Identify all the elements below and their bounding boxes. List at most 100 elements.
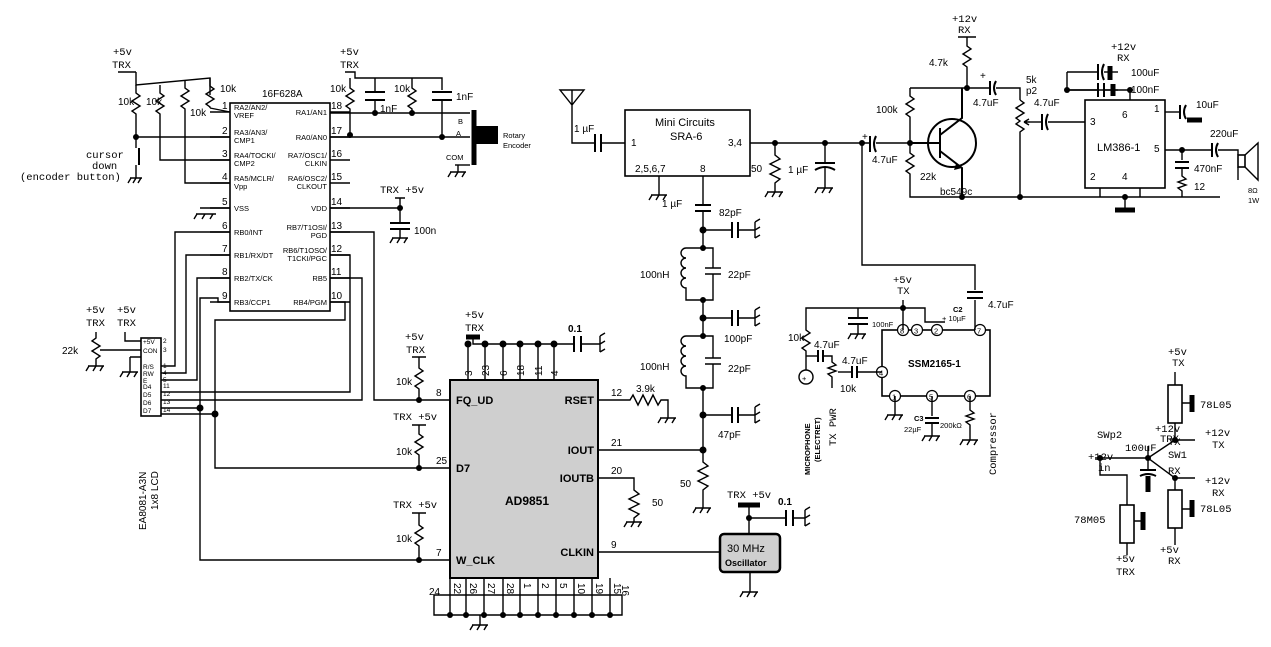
pic-pin-name: CLKOUT: [297, 182, 328, 191]
trx5v-label: TRX +5v: [727, 490, 771, 502]
p12v-label: +12v: [1111, 42, 1136, 54]
lcd-pin-name: E: [143, 378, 148, 385]
junction: [746, 515, 752, 521]
cap-1uf-mixer: [695, 204, 711, 212]
ind-label: 100nH: [640, 362, 669, 373]
cap-label: 10uF: [1196, 100, 1219, 111]
mixer-pin: 3,4: [728, 138, 742, 149]
mixer-pin: 2,5,6,7: [635, 164, 666, 175]
junction: [1179, 147, 1185, 153]
resistor-4k7: [958, 36, 976, 88]
dds-pin-name: CLKIN: [560, 547, 594, 559]
speaker-body: [1237, 154, 1246, 168]
pic-pin-name: RA5/MCLR/: [234, 174, 275, 183]
ssm-pin-number: 3: [914, 327, 918, 336]
rotary-label-1: Rotary: [503, 131, 525, 140]
wire: [472, 337, 565, 345]
wire-d5: [161, 277, 363, 401]
junction: [1064, 87, 1070, 93]
ssm-pin-number: 7: [977, 327, 981, 336]
reg-label: 78L05: [1200, 504, 1232, 516]
lcd-pin-number: 11: [163, 383, 170, 390]
cap-100n: [390, 222, 410, 230]
ground-symbol: [648, 176, 667, 201]
lm386-pin: 5: [1154, 144, 1160, 155]
lm386-label: LM386-1: [1097, 142, 1140, 154]
lcd-pin-name: RW: [143, 371, 155, 378]
pot-label: 22k: [62, 346, 79, 357]
ground-symbol: [565, 332, 606, 353]
cap-47uf-lm: [1041, 113, 1049, 131]
mic-plus: +: [802, 374, 807, 383]
dds-pin-number: 27: [485, 583, 496, 595]
wire-e: [161, 277, 230, 381]
wire: [209, 107, 231, 113]
ssm-pin-number: 4: [879, 369, 883, 378]
resistor-10k-c: [179, 80, 191, 158]
junction: [964, 85, 970, 91]
ssm-pin: [930, 323, 944, 337]
dds-pin-number: 7: [436, 548, 442, 559]
pic-pin-number: 17: [331, 126, 343, 137]
junction: [900, 305, 906, 311]
rx-label: RX: [1117, 53, 1130, 65]
resistor-50-if: [764, 143, 783, 198]
junction: [1122, 194, 1128, 200]
resistor-pullup-d7: [412, 424, 426, 468]
mic-label-2: (ELECTRET): [813, 417, 822, 462]
pic-pin-number: 6: [222, 221, 228, 232]
dds-pin-number: 19: [593, 583, 604, 595]
cap-47uf-base: [869, 135, 877, 153]
pic-pin-name: RB7/T1OSI/: [287, 223, 328, 232]
lcd-label: EA8081-A3N: [138, 472, 149, 530]
mixer-sra6: Mini Circuits SRA-6 1 3,4 2,5,6,7 8 1 µF…: [558, 89, 976, 290]
ground-symbol: [793, 506, 811, 527]
lm386-pin: 2: [1090, 172, 1096, 183]
oscillator-30mhz: 30 MHz Oscillator TRX +5v 0.1: [598, 490, 811, 598]
wiper: [1023, 118, 1030, 126]
wire: [345, 71, 443, 90]
junction: [416, 557, 422, 563]
pic-pin-name: RB0/INT: [234, 228, 263, 237]
wire: [159, 125, 230, 161]
cap-label: 0.1: [568, 324, 582, 335]
resistor-ioutb-50: [598, 477, 642, 528]
dds-pin-number: 10: [575, 583, 586, 595]
wire: [184, 158, 230, 184]
txpwr-label: TX PWR: [828, 407, 840, 446]
r-label: 50: [652, 498, 664, 509]
ground-symbol: [389, 208, 408, 244]
cap-label: 220uF: [1210, 129, 1238, 140]
ground-symbol: [738, 403, 761, 424]
ssm-pin: [910, 323, 924, 337]
wire: [858, 300, 945, 330]
cap-label: 4.7uF: [988, 300, 1014, 311]
lcd-pin-name: CON: [143, 348, 158, 355]
pic-trx-label: TRX: [112, 60, 132, 72]
resistor-10k-d: [204, 78, 216, 108]
sw1-label: SW1: [1168, 450, 1187, 462]
r-label: 4.7k: [929, 58, 949, 69]
pic-pin-number: 14: [331, 197, 343, 208]
pic-pin-number: 8: [222, 267, 228, 278]
resistor-10k-b: [154, 85, 166, 125]
r-label: 12: [1194, 182, 1206, 193]
mixer-label-1: Mini Circuits: [655, 117, 715, 129]
ground-symbol: [193, 207, 230, 220]
ssm-label: SSM2165-1: [908, 359, 961, 370]
cap-47pf: [731, 407, 739, 423]
cap-100pf: [731, 310, 739, 326]
junction: [1127, 87, 1133, 93]
dds-pin-name: FQ_UD: [456, 395, 493, 407]
cap-label: 4.7uF: [973, 98, 999, 109]
encoder-pin-com: COM: [446, 153, 464, 162]
dds-pin-number: 16: [619, 585, 630, 597]
cap-label: 100nF: [1131, 85, 1159, 96]
cap-label: 100uF: [1131, 68, 1159, 79]
mixer-body: [624, 109, 751, 177]
ground-symbol: [814, 168, 833, 194]
wire-rs: [161, 231, 230, 367]
